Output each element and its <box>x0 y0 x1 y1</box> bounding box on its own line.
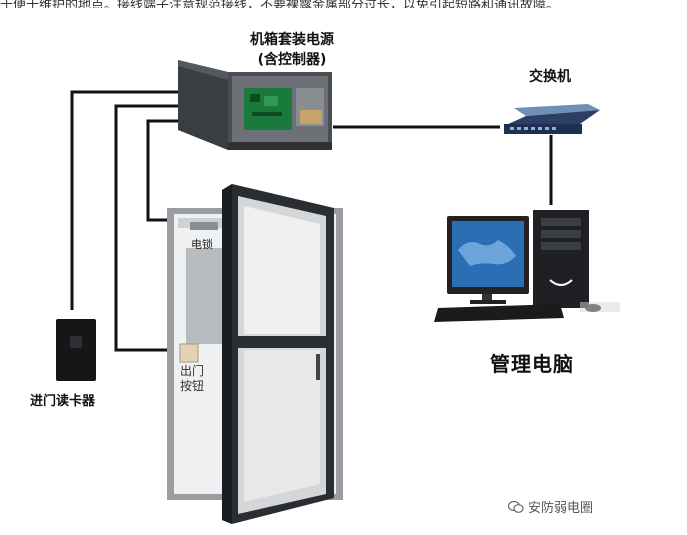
switch-label: 交换机 <box>529 69 571 85</box>
power-supply-label: 机箱套装电源 (含控制器) <box>222 30 362 70</box>
wire-reader-to-power <box>70 90 225 310</box>
top-caption-text: 于便于维护的地点。接线端子注意规范接线，不要裸露金属部分过长，以免引起短路和通讯… <box>0 0 560 8</box>
card-reader-label: 进门读卡器 <box>30 394 96 409</box>
watermark-text: 安防弱电圈 <box>528 501 594 516</box>
electric-lock-label: 电锁 <box>191 238 213 251</box>
card-reader-icon <box>56 319 96 381</box>
keyboard <box>434 304 564 322</box>
watermark: 安防弱电圈 <box>508 497 593 516</box>
network-switch-icon <box>504 104 600 134</box>
power-supply-box-icon <box>178 60 332 150</box>
wire-exit-to-power <box>114 104 225 352</box>
exit-button-icon <box>179 343 199 363</box>
open-door-icon <box>222 184 334 524</box>
computer-label: 管理电脑 <box>490 352 574 376</box>
power-supply-label-line1: 机箱套装电源 <box>250 32 334 48</box>
exit-button-label-line2: 按钮 <box>180 379 205 393</box>
electric-lock-icon <box>190 222 218 230</box>
pc-tower <box>533 210 589 308</box>
exit-button-label: 出门 按钮 <box>180 364 216 394</box>
power-supply-label-line2: (含控制器) <box>257 52 327 68</box>
door-handle <box>316 354 320 380</box>
exit-button-label-line1: 出门 <box>180 364 205 378</box>
wechat-icon <box>508 500 524 513</box>
management-computer-icon <box>434 210 620 322</box>
